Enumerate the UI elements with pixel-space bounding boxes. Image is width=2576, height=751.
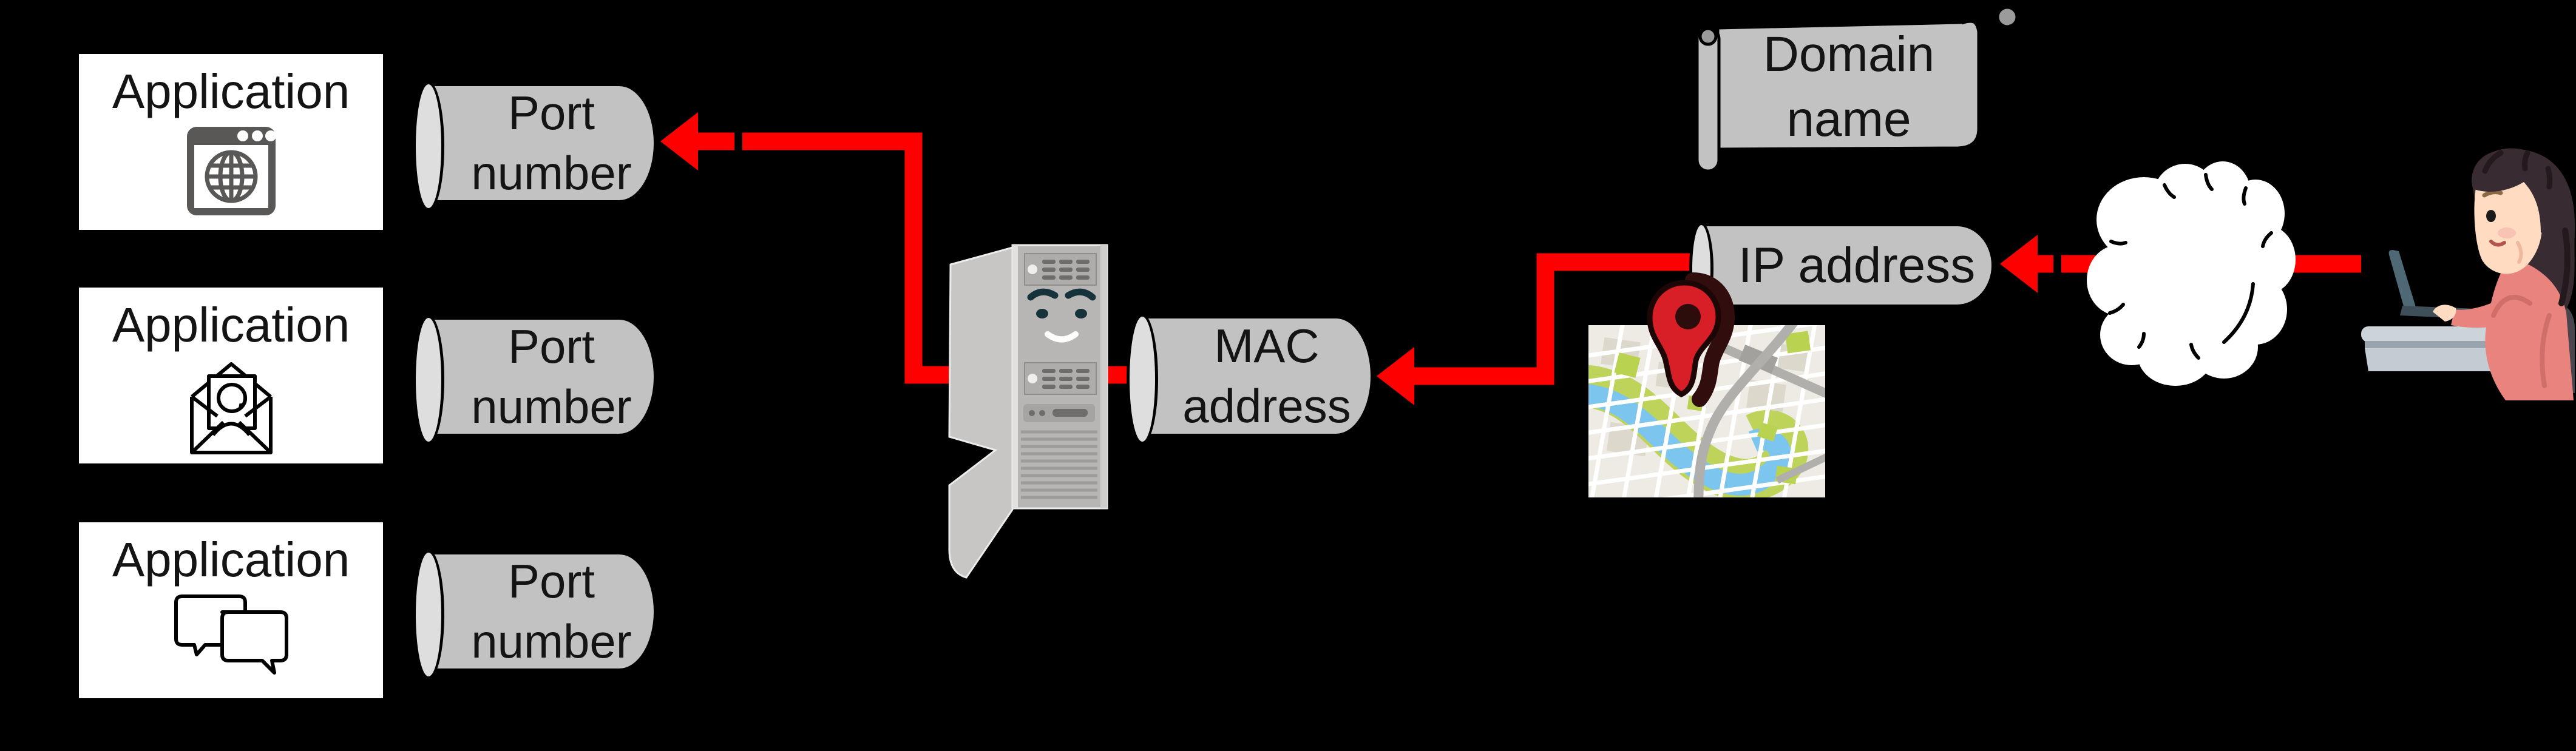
ear — [2521, 206, 2541, 226]
smile — [2489, 240, 2506, 247]
browser-icon — [186, 126, 277, 220]
application-box-chat: Application — [79, 522, 383, 698]
map-icon — [1588, 272, 1825, 497]
scroll-top-edge — [1961, 5, 2004, 25]
scroll-banner — [1695, 5, 2019, 173]
face — [2474, 173, 2543, 274]
domain-label-line1: Domain — [1763, 27, 1935, 82]
email-icon — [186, 359, 277, 459]
application-box-browser: Application — [79, 54, 383, 230]
pin-hole — [1675, 304, 1701, 329]
server-icon — [948, 244, 1108, 579]
arrowhead — [2000, 235, 2038, 293]
port-number-cylinder-1: Port number — [413, 81, 657, 211]
sweater-body — [2485, 257, 2574, 400]
application-label: Application — [112, 64, 350, 118]
map-pin-icon — [1647, 272, 1735, 407]
arrowhead — [660, 112, 698, 170]
hair-front — [2473, 148, 2558, 233]
arrow-ip-to-mac — [1377, 253, 1707, 405]
pin-body — [1647, 280, 1721, 398]
hand — [2433, 305, 2456, 322]
eyebrow — [2482, 190, 2503, 198]
chat-icon — [174, 594, 289, 682]
domain-name-scroll-label: Domain name — [1718, 24, 1980, 149]
port-number-cylinder-3: Port number — [413, 550, 657, 679]
pin-shadow — [1685, 272, 1735, 407]
blush — [2498, 227, 2516, 238]
eye — [2486, 210, 2496, 222]
cylinder-cap — [413, 81, 444, 211]
desk — [2361, 326, 2500, 371]
mac-address-cylinder: MAC address — [1127, 314, 1374, 445]
port-label-line2: number — [471, 615, 632, 668]
application-box-email: Application — [79, 288, 383, 463]
arrowhead — [1377, 347, 1414, 405]
cylinder-cap — [413, 315, 444, 445]
port-label-line2: number — [471, 146, 632, 200]
server-side-panel — [948, 246, 1014, 579]
cylinder-cap — [413, 550, 444, 679]
laptop-icon — [2388, 250, 2479, 319]
port-label-line1: Port — [507, 554, 595, 608]
server-face — [1027, 288, 1096, 343]
cloud-notches — [2108, 173, 2273, 360]
mac-label-line1: MAC — [1214, 319, 1320, 372]
person-at-laptop — [2361, 148, 2575, 400]
application-label: Application — [112, 533, 350, 587]
port-label-line2: number — [471, 380, 632, 433]
cloud-icon — [2087, 161, 2296, 386]
ip-label: IP address — [1738, 237, 1976, 293]
port-label-line1: Port — [507, 86, 595, 140]
laptop-screen — [2388, 250, 2416, 311]
scroll-left-curl — [1698, 27, 1718, 46]
head — [2473, 148, 2558, 274]
application-label: Application — [112, 298, 350, 352]
port-label-line1: Port — [507, 320, 595, 373]
hair-strand — [2558, 227, 2571, 306]
mac-label-line2: address — [1182, 379, 1351, 433]
map-river — [1588, 384, 1791, 496]
domain-label-line2: name — [1786, 92, 1911, 147]
cylinder-cap — [1127, 314, 1158, 445]
port-number-cylinder-2: Port number — [413, 315, 657, 445]
